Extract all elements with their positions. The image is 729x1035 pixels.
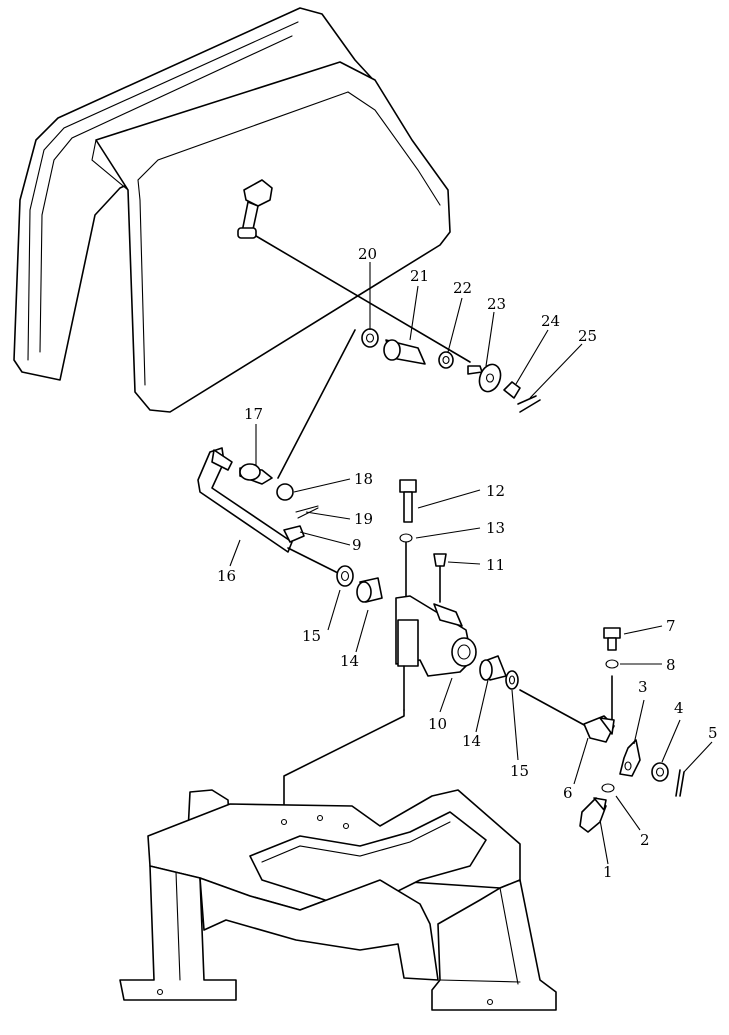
callout-2: 2 bbox=[640, 831, 650, 849]
callout-14-right: 14 bbox=[462, 732, 481, 750]
link-rod bbox=[277, 329, 356, 479]
callout-16: 16 bbox=[217, 567, 236, 585]
callout-18: 18 bbox=[354, 470, 373, 488]
callout-9: 9 bbox=[352, 536, 362, 554]
rod-end-assembly bbox=[361, 328, 541, 413]
tank-lever-fitting bbox=[237, 179, 471, 363]
callout-15-right: 15 bbox=[510, 762, 529, 780]
callout-12: 12 bbox=[486, 482, 505, 500]
callout-22: 22 bbox=[453, 279, 472, 297]
callout-5: 5 bbox=[708, 724, 718, 742]
callout-24: 24 bbox=[541, 312, 560, 330]
bushings-left bbox=[336, 565, 383, 603]
fuel-tank bbox=[13, 7, 451, 413]
callout-25: 25 bbox=[578, 327, 597, 345]
callout-23: 23 bbox=[487, 295, 506, 313]
callout-15-left: 15 bbox=[302, 627, 321, 645]
callout-17: 17 bbox=[244, 405, 263, 423]
clevis-parts bbox=[579, 627, 685, 833]
callout-6: 6 bbox=[563, 784, 573, 802]
bushings-right bbox=[479, 655, 587, 727]
bolt-group bbox=[399, 479, 447, 621]
callout-13: 13 bbox=[486, 519, 505, 537]
callout-leaders bbox=[229, 262, 713, 865]
callout-1: 1 bbox=[603, 863, 613, 881]
mounting-line bbox=[283, 709, 405, 821]
callout-7: 7 bbox=[666, 617, 676, 635]
callout-14-left: 14 bbox=[340, 652, 359, 670]
callout-21: 21 bbox=[410, 267, 429, 285]
lever-assembly bbox=[197, 447, 341, 575]
callout-3: 3 bbox=[638, 678, 648, 696]
callout-10: 10 bbox=[428, 715, 447, 733]
callout-19: 19 bbox=[354, 510, 373, 528]
callout-11: 11 bbox=[486, 556, 505, 574]
base-frame bbox=[119, 789, 557, 1011]
callout-8: 8 bbox=[666, 656, 676, 674]
callout-4: 4 bbox=[674, 699, 684, 717]
callout-20: 20 bbox=[358, 245, 377, 263]
bracket-housing bbox=[395, 595, 477, 711]
